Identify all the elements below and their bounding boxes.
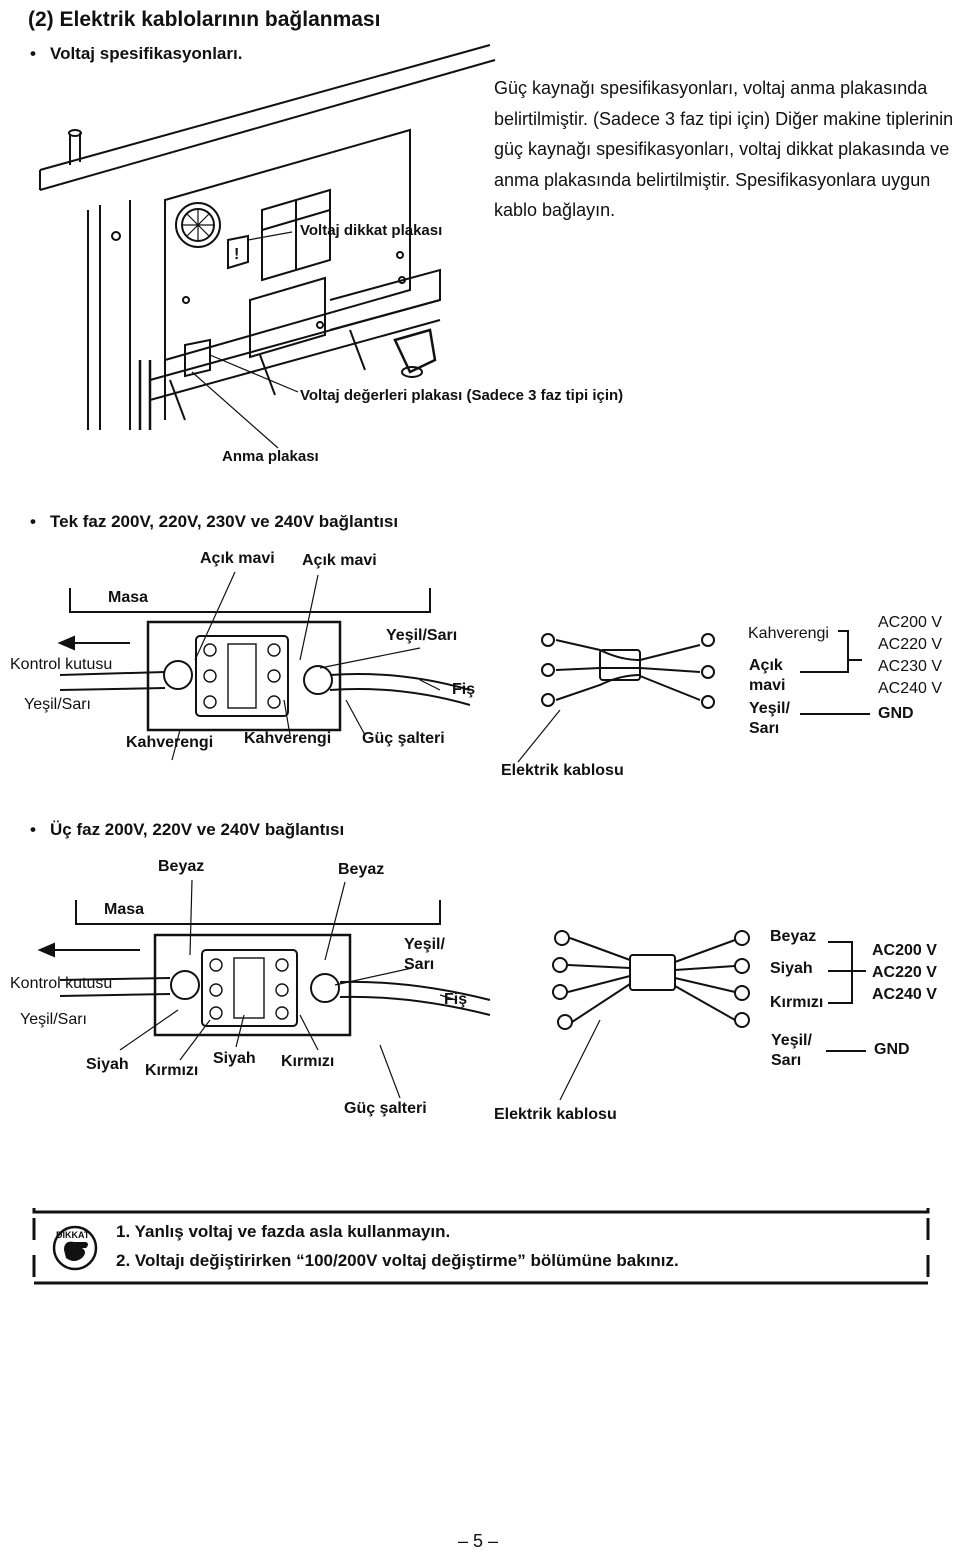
caution-icon-label: DİKKAT (56, 1230, 90, 1240)
tp-yellow-green-left: Yeşil/Sarı (20, 1011, 87, 1028)
tp-red-1: Kırmızı (145, 1062, 199, 1079)
rating-plate-label: Anma plakası (222, 448, 319, 465)
sp-power-cord: Elektrik kablosu (501, 762, 624, 779)
sp-yellow-green-left: Yeşil/Sarı (24, 696, 91, 713)
tp-power-cord: Elektrik kablosu (494, 1106, 617, 1123)
tp-white-1: Beyaz (158, 858, 205, 875)
sp-cord-yg-1: Yeşil/ (749, 700, 790, 717)
page-heading: (2) Elektrik kablolarının bağlanması (28, 8, 381, 31)
tp-yellow-green-top-2: Sarı (404, 956, 435, 973)
sp-voltage-list: AC200 V AC220 V AC230 V AC240 V (878, 612, 942, 700)
tp-voltage-list: AC200 V AC220 V AC240 V (872, 940, 937, 1006)
sp-light-blue-1: Açık mavi (200, 550, 275, 567)
three-phase-bullet: Üç faz 200V, 220V ve 240V bağlantısı (30, 820, 344, 840)
tp-gnd: GND (874, 1041, 910, 1058)
voltage-plate-label: Voltaj değerleri plakası (Sadece 3 faz t… (300, 387, 624, 404)
voltage-spec-description: Güç kaynağı spesifikasyonları, voltaj an… (494, 78, 954, 220)
tp-voltage-item: AC240 V (872, 986, 937, 1003)
tp-cord-yg-1: Yeşil/ (771, 1032, 812, 1049)
voltage-spec-bullet: Voltaj spesifikasyonları. (30, 44, 242, 64)
caution-icon: DİKKAT (52, 1222, 98, 1272)
sp-yellow-green-top: Yeşil/Sarı (386, 627, 458, 644)
sp-voltage-item: AC240 V (878, 680, 943, 697)
tp-cord-red: Kırmızı (770, 994, 824, 1011)
tp-cord-black: Siyah (770, 960, 813, 977)
sp-cord-light-blue-2: mavi (749, 677, 786, 694)
tp-voltage-item: AC200 V (872, 942, 937, 959)
caution-item-2: 2. Voltajı değiştirirken “100/200V volta… (116, 1251, 679, 1270)
sp-cord-brown: Kahverengi (748, 625, 829, 642)
sp-plug-label: Fiş (452, 681, 476, 698)
sp-voltage-item: AC230 V (878, 658, 943, 675)
tp-red-2: Kırmızı (281, 1053, 335, 1070)
caution-item-1: 1. Yanlış voltaj ve fazda asla kullanmay… (116, 1222, 451, 1241)
tp-cord-white: Beyaz (770, 928, 817, 945)
tp-black-1: Siyah (86, 1056, 129, 1073)
machine-illustration: ! (39, 44, 496, 449)
sp-gnd: GND (878, 705, 914, 722)
tp-table-label: Masa (104, 901, 145, 918)
tp-power-switch: Güç şalteri (344, 1100, 427, 1117)
sp-control-box-label: Kontrol kutusu (10, 656, 113, 673)
sp-brown-2: Kahverengi (244, 730, 332, 747)
sp-light-blue-2: Açık mavi (302, 552, 377, 569)
page-number: – 5 – (458, 1531, 499, 1551)
sp-voltage-item: AC200 V (878, 614, 943, 631)
sp-brown-1: Kahverengi (126, 734, 214, 751)
tp-plug-label: Fiş (444, 991, 468, 1008)
tp-yellow-green-top-1: Yeşil/ (404, 936, 445, 953)
sp-power-switch: Güç şalteri (362, 730, 445, 747)
tp-cord-yg-2: Sarı (771, 1052, 802, 1069)
tp-voltage-item: AC220 V (872, 964, 937, 981)
svg-text:!: ! (234, 246, 239, 263)
tp-control-box-label: Kontrol kutusu (10, 975, 113, 992)
single-phase-bullet: Tek faz 200V, 220V, 230V ve 240V bağlant… (30, 512, 398, 532)
tp-white-2: Beyaz (338, 861, 385, 878)
sp-voltage-item: AC220 V (878, 636, 943, 653)
sp-cord-light-blue-1: Açık (749, 657, 783, 674)
caution-plate-label: Voltaj dikkat plakası (300, 222, 443, 239)
sp-table-label: Masa (108, 589, 149, 606)
sp-cord-yg-2: Sarı (749, 720, 780, 737)
tp-black-2: Siyah (213, 1050, 256, 1067)
